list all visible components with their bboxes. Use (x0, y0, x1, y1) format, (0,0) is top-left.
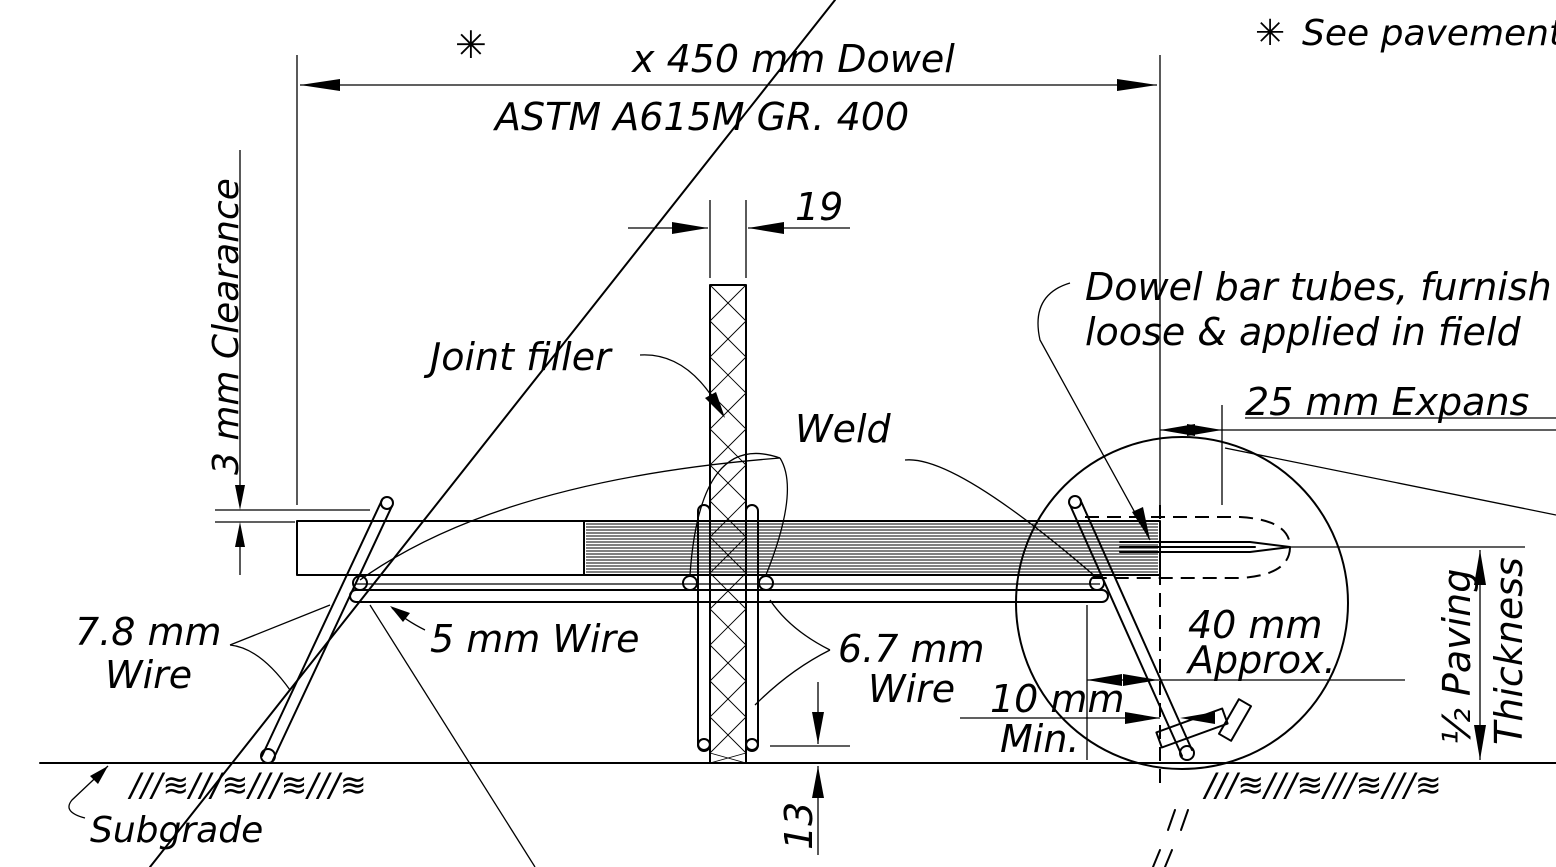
subgrade-leader (68, 765, 109, 819)
joint-filler-label: Joint filler (423, 335, 613, 379)
dowel-size-label: x 450 mm Dowel (631, 37, 955, 81)
dowel-tube-cap (1085, 516, 1525, 579)
approx-label-line1: 40 mm (1188, 603, 1322, 647)
dimension-19 (628, 200, 850, 278)
wire-5-label: 5 mm Wire (430, 617, 640, 661)
approx-label-line2: Approx. (1185, 638, 1336, 682)
basket-wires (260, 495, 1253, 764)
see-pavement-note: See pavement (1302, 13, 1556, 54)
approx-min-dimensions (960, 605, 1405, 760)
clearance-dimension (215, 150, 370, 575)
wire-6-7-label-line1: 6.7 mm (838, 627, 985, 671)
dowel-tubes-label-line2: loose & applied in field (1085, 310, 1521, 354)
wire-7-8-label-line1: 7.8 mm (75, 610, 222, 654)
expansion-dimension (1159, 405, 1556, 790)
wire-7-8-label-line2: Wire (105, 653, 192, 697)
dimension-13 (770, 682, 850, 855)
dowel-bar (296, 520, 1161, 576)
break-marks (1152, 809, 1189, 867)
weld-label: Weld (795, 407, 892, 451)
section-break-line (149, 0, 836, 867)
half-paving-label-line1: ½ Paving (1435, 569, 1479, 745)
min-label-line1: 10 mm (990, 677, 1124, 721)
subgrade-symbol-left: ///≋///≋///≋///≋ (127, 766, 367, 804)
dowel-tubes-label-line1: Dowel bar tubes, furnish (1085, 265, 1552, 309)
see-pavement-asterisk: ✳ (1255, 13, 1285, 54)
wire-6-7-label-line2: Wire (868, 667, 955, 711)
detail-circle (1015, 436, 1349, 770)
subgrade-symbol-right: ///≋///≋///≋///≋ (1202, 766, 1442, 804)
asterisk-note-mark: ✳ (455, 23, 487, 67)
dimension-19-label: 19 (795, 185, 843, 229)
astm-spec-label: ASTM A615M GR. 400 (492, 95, 909, 139)
half-paving-dimension (1474, 550, 1486, 760)
dimension-13-label: 13 (777, 802, 821, 850)
subgrade-label: Subgrade (90, 810, 263, 851)
min-label-line2: Min. (1000, 717, 1080, 761)
leader-lines (229, 282, 1151, 867)
clearance-label: 3 mm Clearance (206, 178, 247, 475)
half-paving-label-line2: Thickness (1487, 557, 1531, 745)
expansion-label: 25 mm Expans (1245, 380, 1529, 424)
